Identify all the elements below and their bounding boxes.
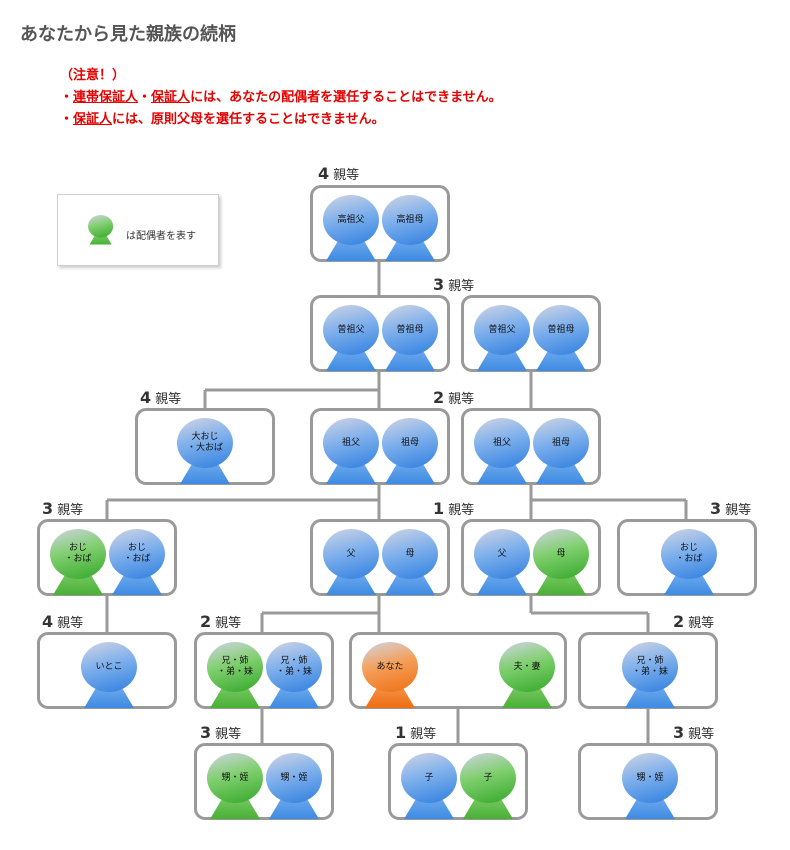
person-uncle-aunt: おじ ・おば: [661, 529, 717, 595]
person-great-grandfather: 曽祖父: [323, 305, 379, 371]
spouse-person-icon: [88, 215, 114, 245]
person-sibling-spouse: 兄・姉 ・弟・妹: [207, 642, 263, 708]
box-nephews-nieces-left: 甥・姪 甥・姪: [194, 743, 334, 820]
box-uncle-aunt-left: おじ ・おば おじ ・おば: [37, 519, 177, 596]
box-cousin: いとこ: [37, 632, 177, 709]
person-grandmother: 祖母: [533, 418, 589, 484]
box-children: 子 子: [388, 743, 528, 820]
notice-term-joint-guarantor: 連帯保証人: [73, 90, 139, 105]
person-nephew-niece: 甥・姪: [622, 753, 678, 819]
notice-bullet: ・: [60, 112, 74, 127]
person-grandmother: 祖母: [382, 418, 438, 484]
person-self: あなた: [362, 642, 418, 708]
notice-bullet: ・: [60, 90, 74, 105]
legend-box: は配偶者を表す: [57, 194, 219, 266]
notice-line-1: ・連帯保証人・保証人には、あなたの配偶者を選任することはできません。: [60, 86, 502, 105]
notice-separator: ・: [138, 90, 152, 105]
box-uncle-aunt-right: おじ ・おば: [617, 519, 757, 596]
box-grandparents-right: 祖父 祖母: [461, 408, 601, 485]
person-great-grandfather: 曽祖父: [474, 305, 530, 371]
person-great-uncle-aunt: 大おじ ・大おば: [177, 418, 233, 484]
box-nephews-nieces-right: 甥・姪: [578, 743, 718, 820]
person-great-grandmother: 曽祖母: [382, 305, 438, 371]
legend-text: は配偶者を表す: [126, 231, 196, 242]
person-spouse: 夫・妻: [499, 642, 555, 708]
person-grandfather: 祖父: [474, 418, 530, 484]
box-siblings-left: 兄・姉 ・弟・妹 兄・姉 ・弟・妹: [194, 632, 334, 709]
box-self-and-spouse: あなた 夫・妻: [349, 632, 567, 709]
box-great-grandparents-right: 曽祖父 曽祖母: [461, 295, 601, 372]
person-great-great-grandfather: 高祖父: [323, 195, 379, 261]
person-child: 子: [401, 753, 457, 819]
person-grandfather: 祖父: [323, 418, 379, 484]
person-father: 父: [474, 529, 530, 595]
person-mother: 母: [382, 529, 438, 595]
box-great-grandparents-left: 曽祖父 曽祖母: [310, 295, 450, 372]
notice-text: には、原則父母を選任することはできません。: [112, 112, 385, 127]
person-great-grandmother: 曽祖母: [533, 305, 589, 371]
notice-heading: （注意！）: [60, 68, 126, 83]
person-father: 父: [323, 529, 379, 595]
box-great-uncle-aunt: 大おじ ・大おば: [135, 408, 275, 485]
person-cousin: いとこ: [81, 642, 137, 708]
notice-term-guarantor: 保証人: [73, 112, 113, 127]
person-sibling: 兄・姉 ・弟・妹: [266, 642, 322, 708]
notice-line-2: ・保証人には、原則父母を選任することはできません。: [60, 108, 385, 127]
person-great-great-grandmother: 高祖母: [382, 195, 438, 261]
box-parents-right: 父 母: [461, 519, 601, 596]
person-uncle-aunt-spouse: おじ ・おば: [50, 529, 106, 595]
person-uncle-aunt: おじ ・おば: [109, 529, 165, 595]
notice-term-guarantor: 保証人: [151, 90, 191, 105]
person-nephew-niece-spouse: 甥・姪: [207, 753, 263, 819]
person-mother: 母: [533, 529, 589, 595]
box-siblings-right: 兄・姉 ・弟・妹: [578, 632, 718, 709]
box-parents-left: 父 母: [310, 519, 450, 596]
person-nephew-niece: 甥・姪: [266, 753, 322, 819]
person-sibling: 兄・姉 ・弟・妹: [622, 642, 678, 708]
person-child-spouse: 子: [460, 753, 516, 819]
box-grandparents-left: 祖父 祖母: [310, 408, 450, 485]
page-title: あなたから見た親族の続柄: [20, 24, 236, 45]
box-great-great-grandparents: 高祖父 高祖母: [310, 185, 450, 262]
notice-text: には、あなたの配偶者を選任することはできません。: [190, 90, 502, 105]
